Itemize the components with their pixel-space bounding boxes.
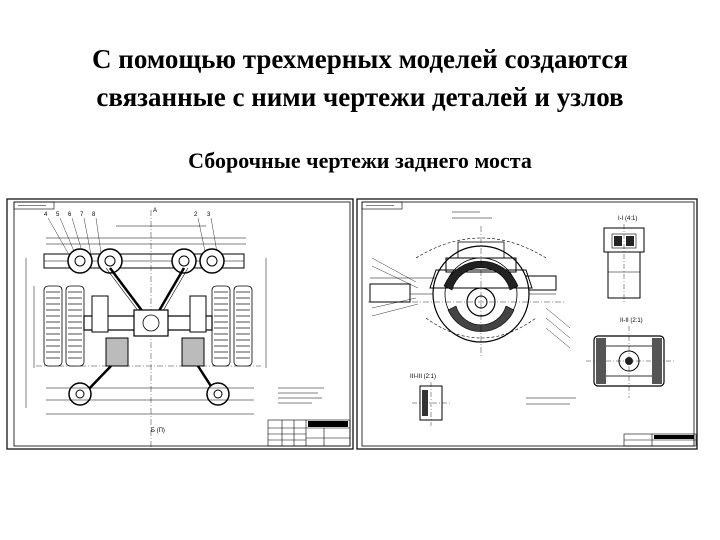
svg-text:4: 4 (44, 212, 48, 218)
slide-subtitle: Сборочные чертежи заднего моста (188, 148, 532, 173)
sections-drawing-svg: I-I (4:1) II-II (2:1) III-III (2:1) (356, 198, 698, 450)
svg-text:5: 5 (56, 212, 60, 218)
rear-axle-plan-drawing: 4 5 6 7 8 2 3 A (6, 198, 356, 452)
section-label-mid: II-II (2:1) (620, 318, 643, 324)
title-line-2: связанные с ними чертежи деталей и узлов (96, 82, 624, 112)
plan-drawing-svg: 4 5 6 7 8 2 3 A (6, 198, 354, 450)
section-label-top: I-I (4:1) (618, 216, 637, 222)
svg-text:A: A (153, 208, 157, 214)
svg-text:8: 8 (92, 212, 96, 218)
rear-axle-sections-drawing: I-I (4:1) II-II (2:1) III-III (2:1) (356, 198, 700, 452)
slide-title: С помощью трехмерных моделей создаются с… (0, 40, 720, 116)
title-line-1: С помощью трехмерных моделей создаются (92, 44, 628, 74)
plan-section-label: Б (П) (151, 428, 165, 434)
svg-text:7: 7 (80, 212, 84, 218)
section-label-bottom: III-III (2:1) (410, 374, 436, 380)
svg-text:3: 3 (207, 212, 211, 218)
svg-text:6: 6 (68, 212, 72, 218)
svg-text:2: 2 (194, 212, 198, 218)
